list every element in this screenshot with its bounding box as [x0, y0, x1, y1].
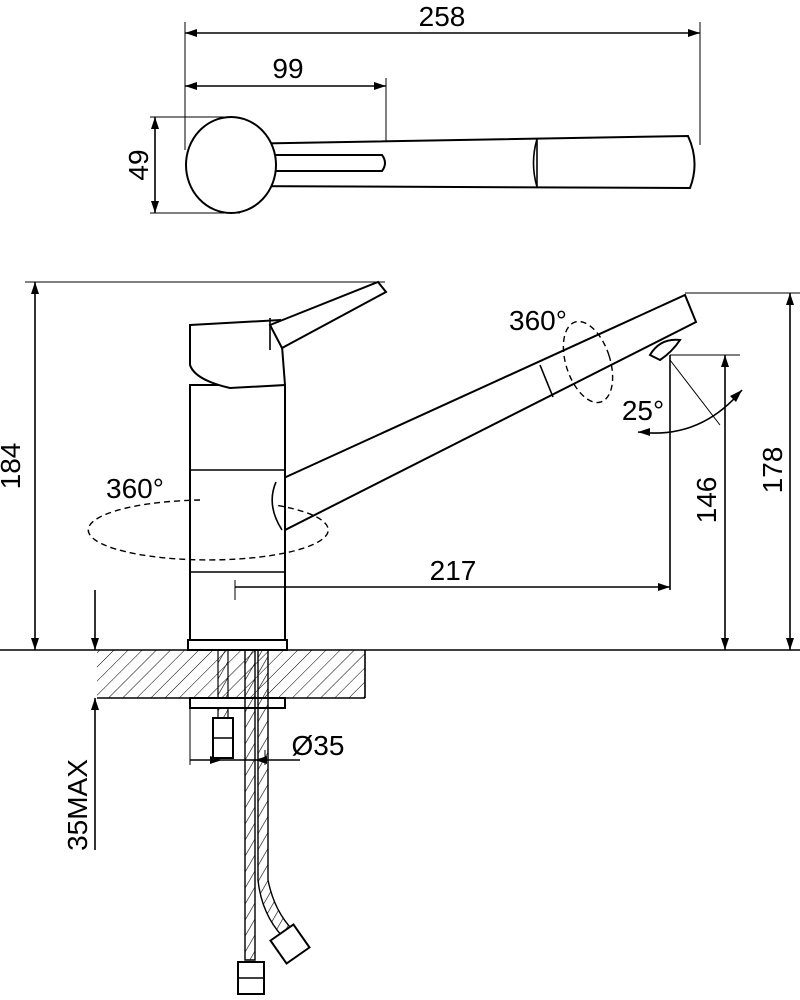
- dim-217-label: 217: [430, 555, 477, 586]
- dim-line-258: [185, 29, 700, 37]
- hose-nut-right: [269, 923, 311, 965]
- dim-99-label: 99: [272, 53, 303, 84]
- top-view: 258 99 49: [123, 1, 701, 214]
- spout-top-view: [231, 134, 696, 190]
- dim-146-label: 146: [691, 477, 722, 524]
- handle-lever-top-view: [254, 154, 386, 172]
- dim-184-label: 184: [0, 443, 26, 490]
- handle-lever: [268, 280, 388, 350]
- dim-line-99: [185, 82, 386, 90]
- body-rotation-arc: [87, 499, 329, 561]
- handle-cap: [189, 318, 287, 390]
- dim-line-178: [786, 293, 794, 650]
- dim-258-label: 258: [419, 1, 466, 32]
- faucet-body: [189, 384, 286, 641]
- spout-rotation-arc: [562, 320, 614, 404]
- base-flange: [187, 639, 288, 651]
- dim-diameter-label: Ø35: [292, 730, 345, 761]
- body-top-view: [185, 116, 277, 214]
- tilt-angle-arc: [637, 389, 743, 434]
- dim-line-49: [151, 117, 159, 213]
- dim-line-184: [31, 282, 39, 650]
- tilt-angle-label: 25°: [622, 395, 664, 426]
- dim-178-label: 178: [757, 447, 788, 494]
- spout-outlet: [648, 338, 682, 362]
- side-view: 360° 360° 25° 184 178 146: [0, 280, 800, 995]
- spout-rotation-label: 360°: [509, 305, 567, 336]
- dim-line-217: [234, 580, 670, 600]
- supply-hose-left: [244, 649, 256, 961]
- dim-49-label: 49: [123, 149, 154, 180]
- body-rotation-label: 360°: [106, 473, 164, 504]
- dim-line-146: [721, 355, 729, 650]
- mounting-stud: [189, 649, 286, 759]
- dim-line-35max: [91, 590, 99, 850]
- dim-35max-label: 35MAX: [62, 759, 93, 851]
- countertop-section: [97, 650, 365, 698]
